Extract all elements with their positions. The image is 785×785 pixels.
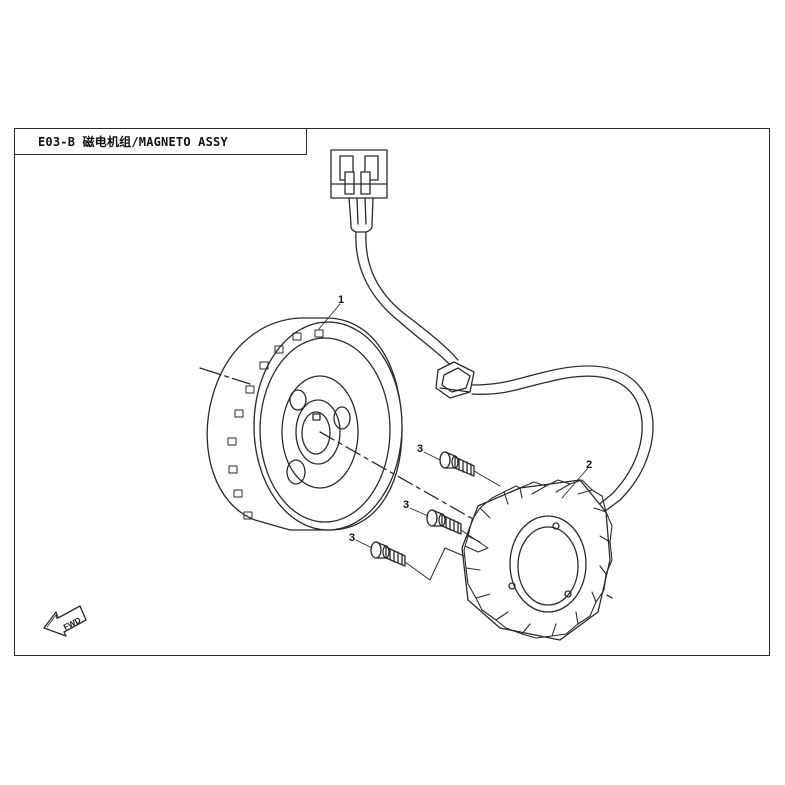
flywheel-axis <box>199 367 251 385</box>
callout-bolt-middle: 3 <box>403 499 409 511</box>
fwd-arrow-icon <box>43 605 87 637</box>
bolt-assembly-lines <box>404 470 501 581</box>
callout-bolt-low: 3 <box>349 532 355 544</box>
bolt-top <box>439 451 475 477</box>
wire-harness <box>355 231 654 516</box>
bolt-middle <box>426 509 462 535</box>
leader-lines <box>317 303 589 549</box>
drawing-frame <box>14 128 770 656</box>
callout-flywheel: 1 <box>338 294 344 306</box>
stator-assembly <box>461 479 613 641</box>
title-block <box>14 128 307 155</box>
diagram-title: E03-B 磁电机组/MAGNETO ASSY <box>38 135 228 149</box>
callout-bolt-top: 3 <box>417 443 423 455</box>
wire-connector <box>330 149 388 233</box>
flywheel-rotor <box>206 317 403 531</box>
bolt-low <box>370 541 406 567</box>
callout-stator: 2 <box>586 459 592 471</box>
